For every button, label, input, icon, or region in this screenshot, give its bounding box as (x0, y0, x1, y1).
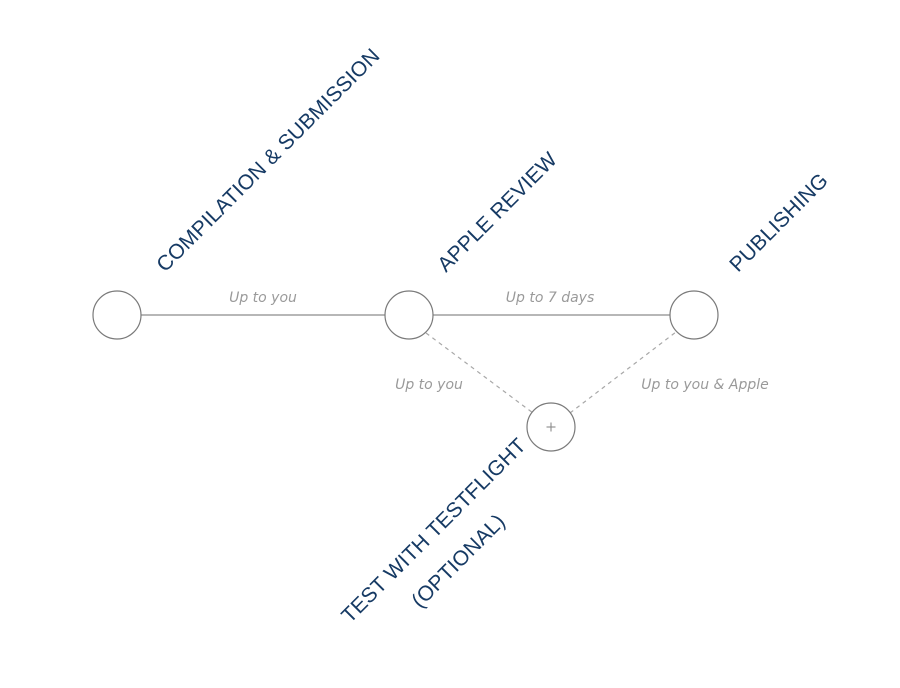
edge-label-review-to-testflight: Up to you (395, 377, 463, 393)
stage-title-publishing: PUBLISHING (725, 169, 833, 277)
node-publishing (669, 290, 719, 340)
edge-label-compilation-to-review: Up to you (229, 290, 297, 306)
stage-title-compilation: COMPILATION & SUBMISSION (152, 44, 384, 276)
stage-title-apple-review: APPLE REVIEW (433, 148, 562, 277)
edge-testflight-to-publishing (569, 331, 677, 414)
node-apple-review (384, 290, 434, 340)
node-compilation (92, 290, 142, 340)
edge-label-testflight-to-publishing: Up to you & Apple (641, 377, 768, 393)
edge-label-review-to-publishing: Up to 7 days (506, 290, 595, 306)
edge-review-to-testflight (425, 332, 534, 414)
plus-icon (546, 422, 556, 432)
